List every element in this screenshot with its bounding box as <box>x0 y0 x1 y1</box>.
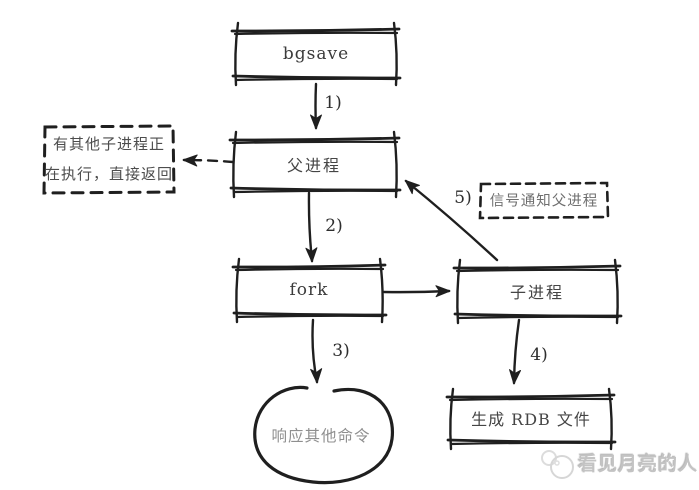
parent-process-box <box>232 130 238 199</box>
step-4-label: 4) <box>530 345 548 365</box>
signal-notify-note: 信号通知父进程 <box>489 193 599 210</box>
bgsave-box <box>234 77 399 82</box>
other-child-running-note: 有其他子进程正 在执行，直接返回 <box>45 129 173 189</box>
fork-to-child-arrowhead <box>435 285 451 298</box>
step1-arrowhead <box>310 114 322 130</box>
fork-box <box>232 311 388 317</box>
moon-icon-circle <box>541 450 557 466</box>
other-child-running-line2: 在执行，直接返回 <box>44 165 174 183</box>
step4-arrowhead <box>509 369 522 385</box>
parent-process-label: 父进程 <box>286 156 342 175</box>
fork-box <box>231 263 387 269</box>
step-3-label: 3) <box>332 341 350 361</box>
bgsave-box <box>233 31 399 36</box>
generate-rdb-label: 生成 RDB 文件 <box>471 410 591 429</box>
moon-icon-circle <box>554 460 560 466</box>
child-process-box <box>455 268 620 273</box>
generate-rdb-box <box>449 387 455 451</box>
bgsave-box <box>392 21 398 87</box>
generate-rdb-box <box>445 393 616 399</box>
child-process-box <box>456 258 462 325</box>
step-1-label: 1) <box>324 93 342 113</box>
fork-box <box>235 257 241 324</box>
return-arrow <box>182 158 235 164</box>
step-5-label: 5) <box>454 188 472 208</box>
return-arrowhead <box>182 154 198 167</box>
child-process-box <box>456 315 620 320</box>
step3-arrowhead <box>310 368 323 384</box>
step-2-label: 2) <box>325 216 343 236</box>
parent-process-box <box>231 140 399 145</box>
parent-process-box <box>392 130 398 199</box>
step5-arrowhead <box>404 179 420 195</box>
fork-box <box>234 267 385 272</box>
child-process-label: 子进程 <box>509 283 565 302</box>
other-child-running-dashed-box <box>42 124 176 195</box>
generate-rdb-box <box>446 438 617 444</box>
generate-rdb-box <box>448 397 614 402</box>
respond-oval <box>253 385 395 485</box>
child-process-box <box>452 264 622 270</box>
fork-box <box>235 314 385 319</box>
fork-node-label: fork <box>289 280 329 300</box>
child-process-box <box>453 312 623 318</box>
moon-icon <box>541 450 574 479</box>
other-child-running-line1: 有其他子进程正 <box>52 135 166 153</box>
step2-arrowhead <box>305 247 318 263</box>
bgsave-box <box>234 21 240 87</box>
generate-rdb-box <box>607 387 613 451</box>
child-process-box <box>613 258 619 325</box>
respond-other-commands-label: 响应其他命令 <box>271 427 371 445</box>
watermark-text: 看见月亮的人 <box>578 453 699 475</box>
parent-process-box <box>228 136 401 142</box>
bgsave-box <box>230 27 401 33</box>
parent-process-box <box>229 186 402 192</box>
fork-box <box>378 257 384 324</box>
watermark: 看见月亮的人 <box>578 449 698 476</box>
moon-icon-circle <box>550 455 574 479</box>
bgsave-node-label: bgsave <box>282 44 350 64</box>
signal-notify-dashed-box <box>478 181 610 220</box>
bgsave-box <box>231 74 402 80</box>
parent-process-box <box>232 189 399 194</box>
generate-rdb-box <box>449 441 614 446</box>
step5-arrow <box>404 179 499 262</box>
